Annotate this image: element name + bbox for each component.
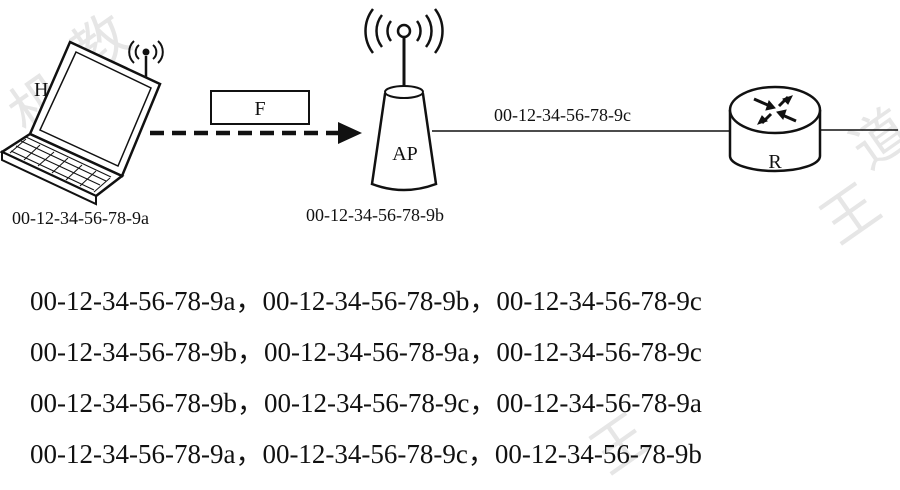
frame-box — [210, 90, 310, 125]
ap-mac-label: 00-12-34-56-78-9b — [306, 205, 444, 225]
laptop-signal-icon — [128, 40, 164, 64]
ap-signal-icon — [364, 8, 444, 54]
host-mac-label: 00-12-34-56-78-9a — [12, 208, 149, 228]
option-row-2[interactable]: 00-12-34-56-78-9b，00-12-34-56-78-9a，00-1… — [30, 337, 702, 367]
laptop-icon — [0, 40, 162, 206]
option-row-1[interactable]: 00-12-34-56-78-9a，00-12-34-56-78-9b，00-1… — [30, 286, 702, 316]
host-label: H — [34, 79, 48, 101]
frame-label: F — [254, 98, 265, 120]
router-label: R — [768, 151, 782, 173]
network-diagram: H F AP — [0, 8, 898, 228]
option-row-4[interactable]: 00-12-34-56-78-9a，00-12-34-56-78-9c，00-1… — [30, 439, 702, 469]
ap-label: AP — [392, 143, 418, 165]
answer-options: 00-12-34-56-78-9a，00-12-34-56-78-9b，00-1… — [30, 276, 898, 480]
router-mac-label: 00-12-34-56-78-9c — [494, 105, 631, 125]
arrow-head — [338, 122, 362, 144]
access-point-icon — [370, 23, 438, 192]
option-row-3[interactable]: 00-12-34-56-78-9b，00-12-34-56-78-9c，00-1… — [30, 388, 702, 418]
router-icon — [728, 85, 822, 173]
